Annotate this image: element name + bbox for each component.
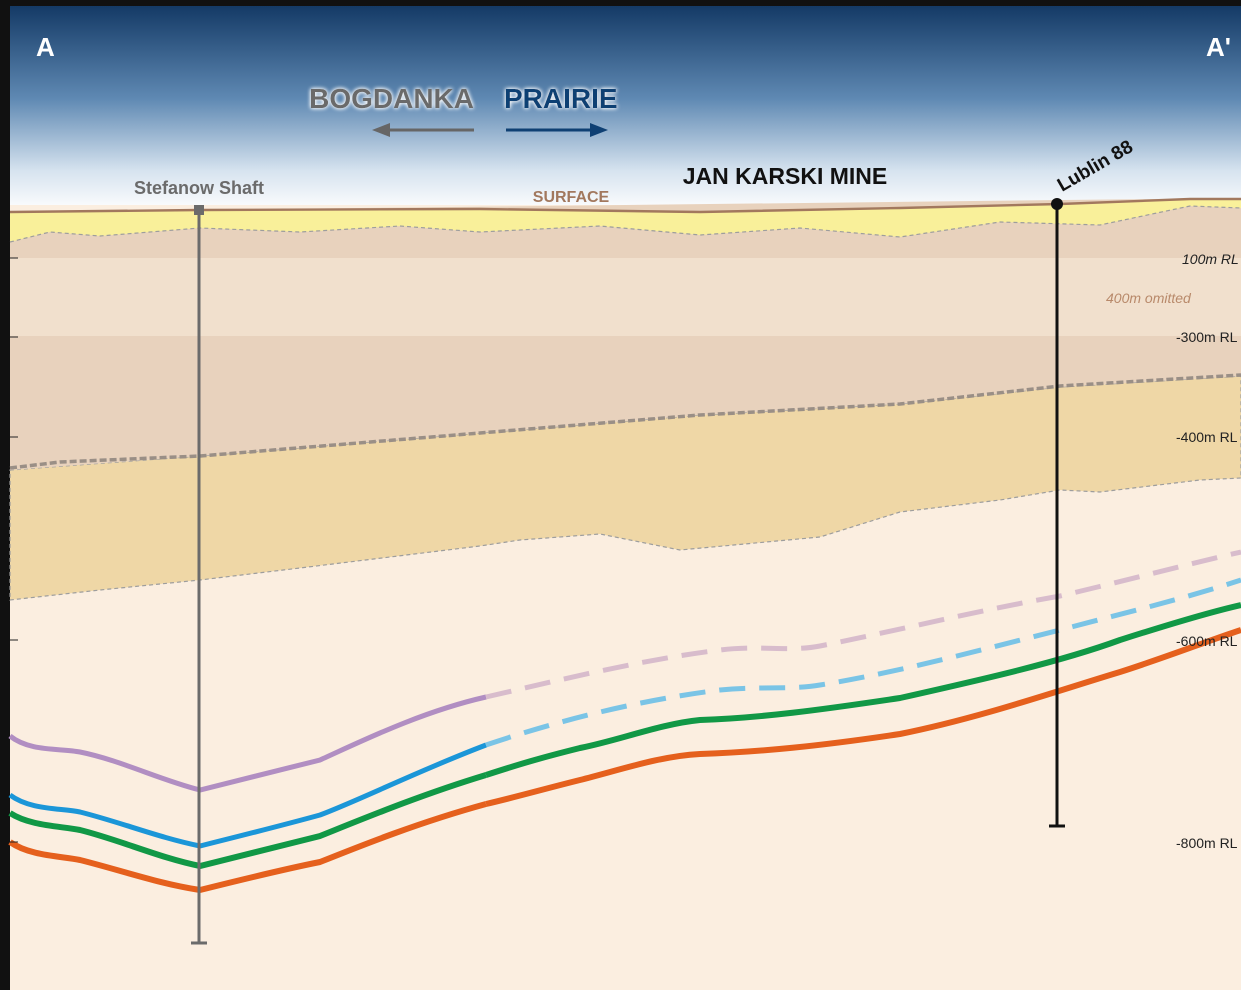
depth-label-minus300: -300m RL xyxy=(1176,329,1238,345)
surface-line xyxy=(9,197,1241,214)
orange-seam-left xyxy=(8,801,487,894)
depth-label-minus800: -800m RL xyxy=(1176,835,1238,851)
green-seam-right xyxy=(485,602,1241,778)
bogdanka-label: BOGDANKA xyxy=(309,83,474,114)
omitted-interval-band xyxy=(10,258,1241,336)
sky-background xyxy=(10,6,1241,212)
prairie-label: PRAIRIE xyxy=(504,83,618,114)
blue-seam-left xyxy=(8,742,487,849)
blue-seam-right xyxy=(485,577,1241,748)
stefanow-shaft-label: Stefanow Shaft xyxy=(134,178,264,198)
orange-seam-right xyxy=(485,627,1241,807)
depth-label-minus400: -400m RL xyxy=(1176,429,1238,445)
bogdanka-arrow xyxy=(372,123,474,137)
green-seam-left xyxy=(8,772,487,870)
depth-label-minus600: -600m RL xyxy=(1176,633,1238,649)
middle-strata xyxy=(9,375,1241,601)
mine-label: JAN KARSKI MINE xyxy=(683,163,887,189)
strata-boundary xyxy=(9,373,1241,470)
depth-label-100: 100m RL xyxy=(1182,251,1239,267)
surface-label: SURFACE xyxy=(533,189,610,206)
depth-ticks xyxy=(10,257,18,843)
stefanow-shaft-collar xyxy=(194,205,204,215)
lublin-88-collar xyxy=(1051,198,1063,210)
section-start-label: A xyxy=(36,32,55,62)
prairie-arrow xyxy=(506,123,608,137)
purple-seam-right xyxy=(485,549,1241,700)
purple-seam-left xyxy=(8,694,487,793)
section-end-label: A' xyxy=(1206,32,1231,62)
omitted-note: 400m omitted xyxy=(1106,290,1192,306)
